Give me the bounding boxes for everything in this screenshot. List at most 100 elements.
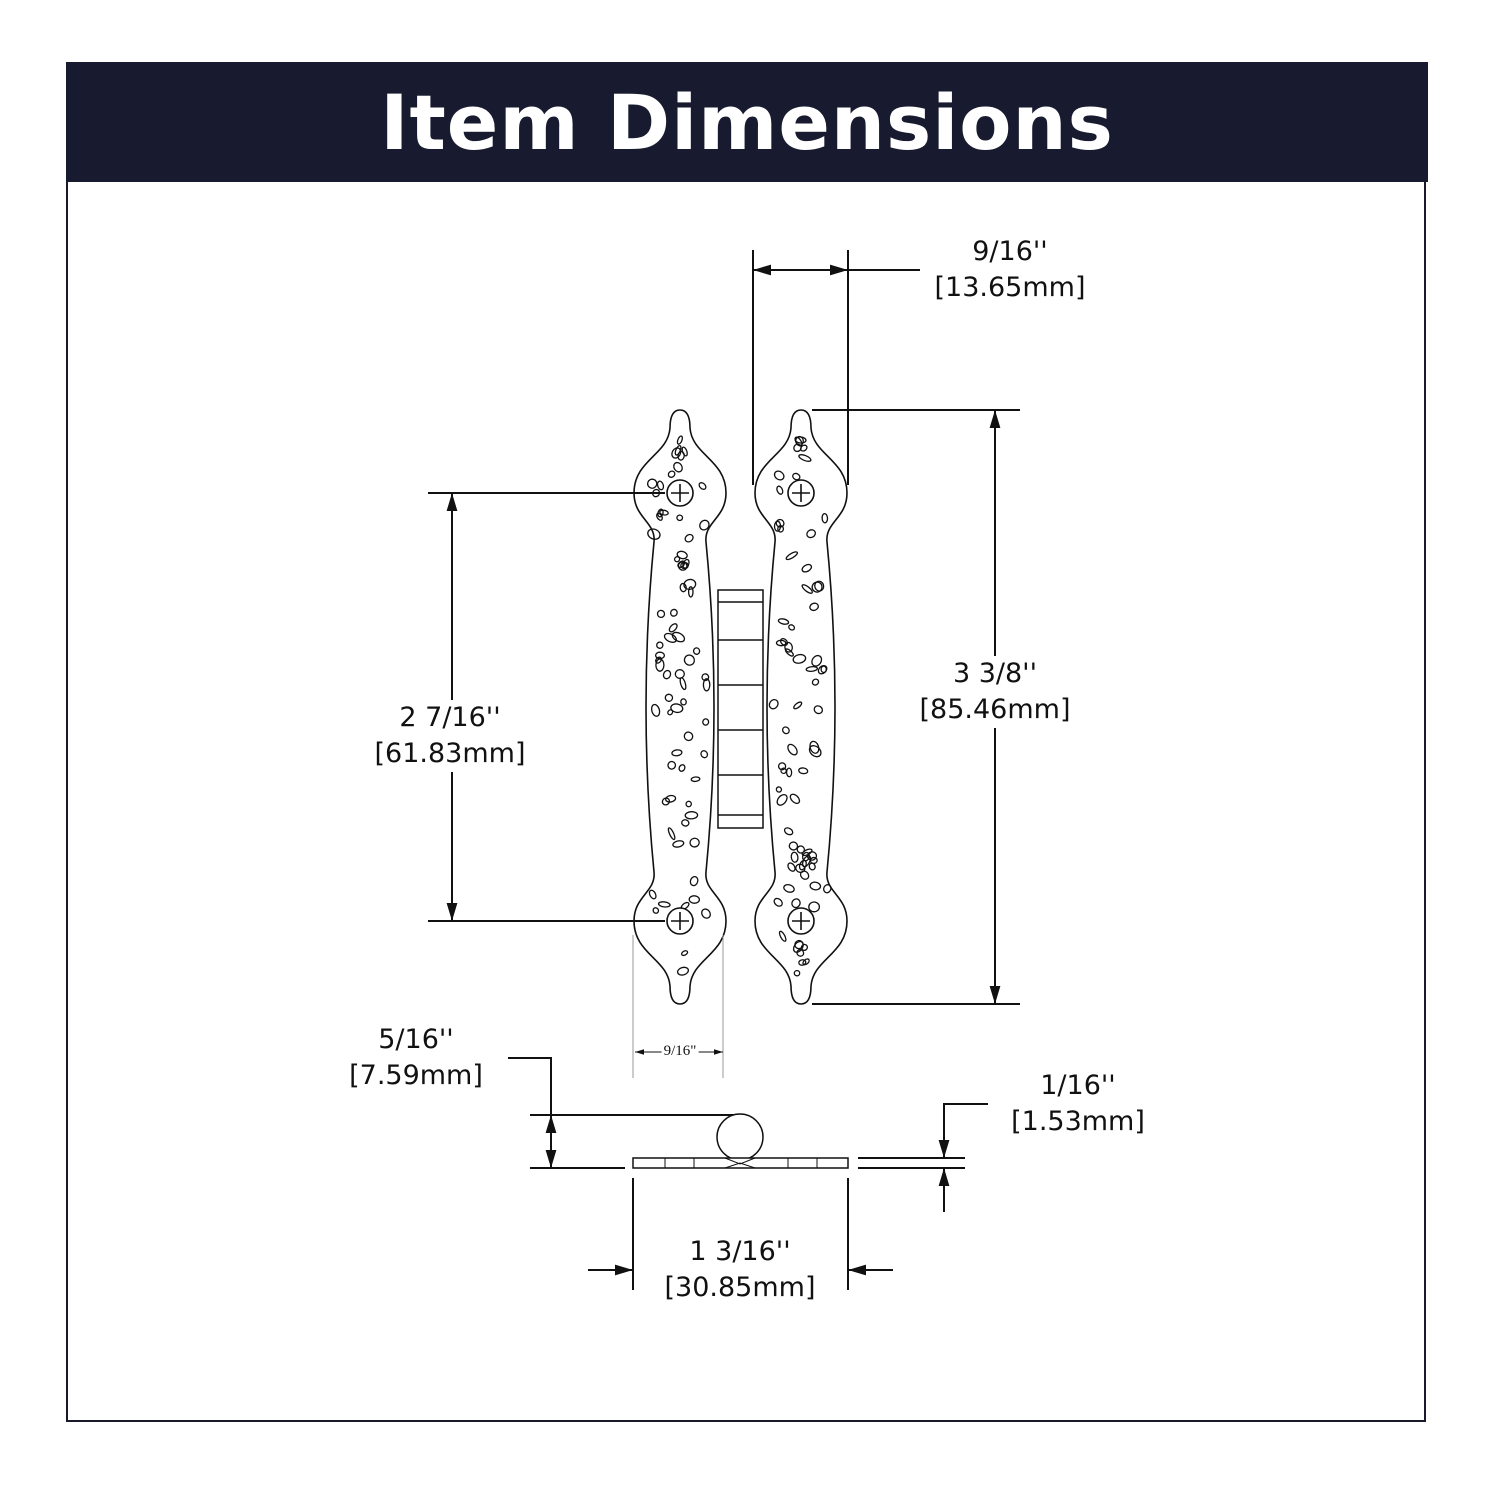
screw-cross-icon bbox=[792, 484, 810, 502]
hammered-texture-spot bbox=[689, 875, 699, 887]
hammered-texture-spot bbox=[664, 693, 674, 702]
hammered-texture-spot bbox=[650, 703, 661, 717]
open-width-imperial: 1 3/16'' bbox=[689, 1236, 791, 1267]
thickness-metric: [1.53mm] bbox=[1011, 1106, 1145, 1137]
thickness-imperial: 1/16'' bbox=[1040, 1070, 1116, 1101]
hammered-texture-spot bbox=[678, 764, 686, 772]
hammered-texture-spot bbox=[773, 470, 785, 481]
hammered-texture-spot bbox=[677, 450, 685, 461]
overall-height-label: 3 3/8''[85.46mm] bbox=[919, 656, 1071, 728]
hole-spacing-label: 2 7/16'' [61.83mm] bbox=[374, 700, 526, 772]
hammered-texture-spot bbox=[664, 794, 677, 803]
hammered-texture-spot bbox=[661, 797, 671, 806]
hammered-texture-spot bbox=[687, 586, 694, 598]
hammered-texture-spot bbox=[775, 786, 783, 793]
hammered-texture-spot bbox=[659, 509, 669, 516]
side-view bbox=[632, 1113, 849, 1169]
hammered-texture-spot bbox=[647, 528, 661, 540]
hammered-texture-spot bbox=[789, 793, 801, 805]
screw-cross-icon bbox=[671, 484, 689, 502]
hammered-texture-spot bbox=[673, 461, 683, 473]
hammered-texture-spot bbox=[779, 637, 789, 647]
hammered-texture-spot bbox=[785, 767, 793, 778]
hammered-texture-spot bbox=[657, 901, 671, 908]
hammered-texture-spot bbox=[787, 743, 798, 756]
hammered-texture-spot bbox=[681, 446, 688, 457]
left-leaf bbox=[633, 409, 727, 1005]
hammered-texture-spot bbox=[679, 677, 687, 691]
hammered-texture-spot bbox=[783, 883, 795, 893]
hammered-texture-spot bbox=[656, 512, 663, 521]
hammered-texture-spot bbox=[800, 444, 808, 452]
hammered-texture-spot bbox=[702, 678, 711, 692]
hammered-texture-spot bbox=[808, 901, 821, 913]
hammered-texture-spot bbox=[676, 966, 690, 976]
hammered-texture-spot bbox=[702, 718, 710, 726]
hinge-knuckle bbox=[717, 589, 764, 829]
hammered-texture-spot bbox=[690, 776, 701, 783]
knuckle-height-metric: [7.59mm] bbox=[349, 1060, 483, 1091]
hammered-texture-spot bbox=[787, 862, 796, 872]
hammered-texture-spot bbox=[785, 551, 799, 561]
hammered-texture-spot bbox=[698, 482, 707, 490]
hammered-texture-spot bbox=[656, 609, 666, 619]
hammered-texture-spot bbox=[793, 969, 801, 977]
hammered-texture-spot bbox=[823, 884, 832, 894]
hammered-texture-spot bbox=[682, 558, 690, 569]
knuckle-height-label: 5/16''[7.59mm] bbox=[349, 1022, 483, 1094]
hammered-texture-spot bbox=[656, 641, 664, 649]
hammered-texture-spot bbox=[662, 669, 672, 680]
hammered-texture-spot bbox=[806, 529, 816, 539]
hammered-texture-spot bbox=[784, 648, 794, 657]
hammered-texture-spot bbox=[683, 578, 697, 591]
hammered-texture-spot bbox=[791, 898, 801, 909]
hammered-texture-spot bbox=[796, 948, 805, 957]
hole-spacing-imperial: 2 7/16'' bbox=[399, 702, 501, 733]
hammered-texture-spot bbox=[681, 819, 690, 827]
hammered-texture-spot bbox=[780, 767, 787, 775]
hammered-texture-spot bbox=[809, 740, 820, 754]
hammered-texture-spot bbox=[655, 656, 662, 664]
hammered-texture-spot bbox=[820, 665, 827, 674]
hammered-texture-spot bbox=[667, 827, 676, 841]
hammered-texture-spot bbox=[783, 827, 794, 836]
hammered-texture-spot bbox=[667, 760, 677, 770]
hammered-texture-spot bbox=[776, 793, 788, 806]
hammered-texture-spot bbox=[669, 608, 678, 617]
hammered-texture-spot bbox=[806, 851, 818, 861]
hammered-texture-spot bbox=[798, 767, 809, 775]
hole-spacing-metric: [61.83mm] bbox=[374, 738, 526, 769]
hammered-texture-spot bbox=[813, 705, 824, 715]
hammered-texture-spot bbox=[794, 436, 803, 447]
hammered-texture-spot bbox=[809, 881, 822, 891]
hammered-texture-spot bbox=[657, 508, 664, 518]
hammered-texture-spot bbox=[811, 678, 820, 686]
hammered-texture-spot bbox=[777, 618, 790, 625]
hammered-texture-spot bbox=[801, 584, 813, 594]
hammered-texture-spot bbox=[814, 580, 825, 592]
hammered-texture-spot bbox=[796, 845, 806, 854]
hammered-texture-spot bbox=[701, 908, 711, 919]
hammered-texture-spot bbox=[778, 930, 787, 942]
top-width-label: 9/16''[13.65mm] bbox=[935, 234, 1086, 306]
open-width-label: 1 3/16'' [30.85mm] bbox=[665, 1234, 816, 1306]
hammered-texture-spot bbox=[668, 623, 678, 633]
hammered-texture-spot bbox=[811, 654, 823, 667]
hammered-texture-spot bbox=[792, 472, 801, 481]
hammered-texture-spot bbox=[802, 958, 810, 966]
open-width-metric: [30.85mm] bbox=[664, 1272, 816, 1303]
hammered-texture-spot bbox=[671, 447, 682, 459]
hammered-texture-spot bbox=[801, 563, 813, 573]
hammered-texture-spot bbox=[667, 470, 676, 478]
hammered-texture-spot bbox=[672, 840, 685, 848]
hammered-texture-spot bbox=[680, 698, 687, 706]
hammered-texture-spot bbox=[679, 582, 687, 593]
hammered-texture-spot bbox=[683, 731, 694, 742]
hammered-texture-spot bbox=[648, 889, 657, 900]
hammered-texture-spot bbox=[805, 665, 819, 673]
screw-cross-icon bbox=[671, 912, 689, 930]
hammered-texture-spot bbox=[684, 811, 699, 820]
overall-height-metric: [85.46mm] bbox=[919, 694, 1071, 725]
hammered-texture-spot bbox=[689, 837, 700, 848]
